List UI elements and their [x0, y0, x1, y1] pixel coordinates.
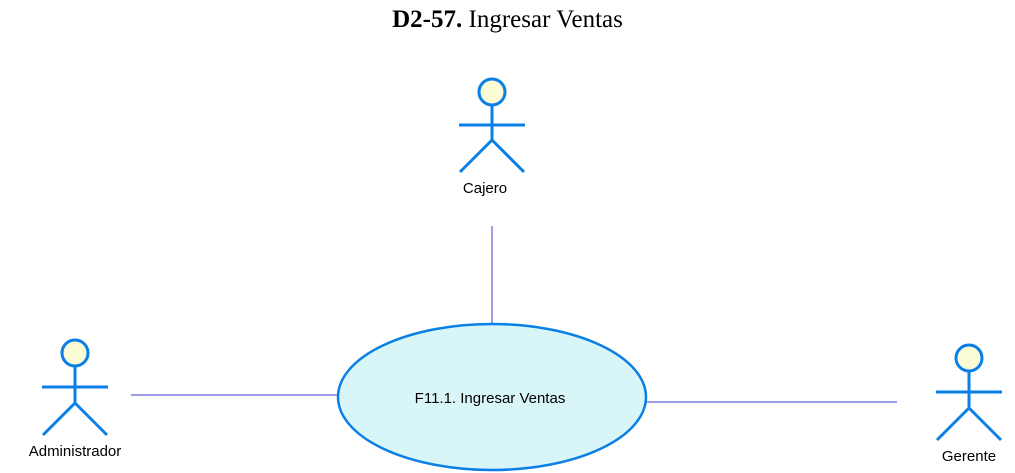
actor-administrador[interactable]: Administrador — [29, 338, 122, 460]
actor-gerente-icon — [935, 343, 1003, 442]
use-case-label: F11.1. Ingresar Ventas — [415, 390, 566, 407]
actor-cajero-icon — [458, 77, 526, 174]
actor-gerente-label: Gerente — [942, 448, 996, 465]
actor-administrador-label: Administrador — [29, 443, 122, 460]
actor-administrador-icon — [41, 338, 109, 437]
diagram-code: D2-57. — [392, 6, 463, 33]
diagram-title: D2-57. Ingresar Ventas — [0, 6, 1015, 34]
actor-cajero-label: Cajero — [463, 180, 507, 197]
use-case[interactable]: F11.1. Ingresar Ventas — [336, 322, 648, 472]
actor-gerente[interactable]: Gerente — [935, 343, 1003, 465]
diagram-title-text: Ingresar Ventas — [468, 6, 623, 33]
actor-cajero[interactable]: Cajero — [458, 77, 526, 197]
use-case-ellipse — [336, 322, 648, 472]
